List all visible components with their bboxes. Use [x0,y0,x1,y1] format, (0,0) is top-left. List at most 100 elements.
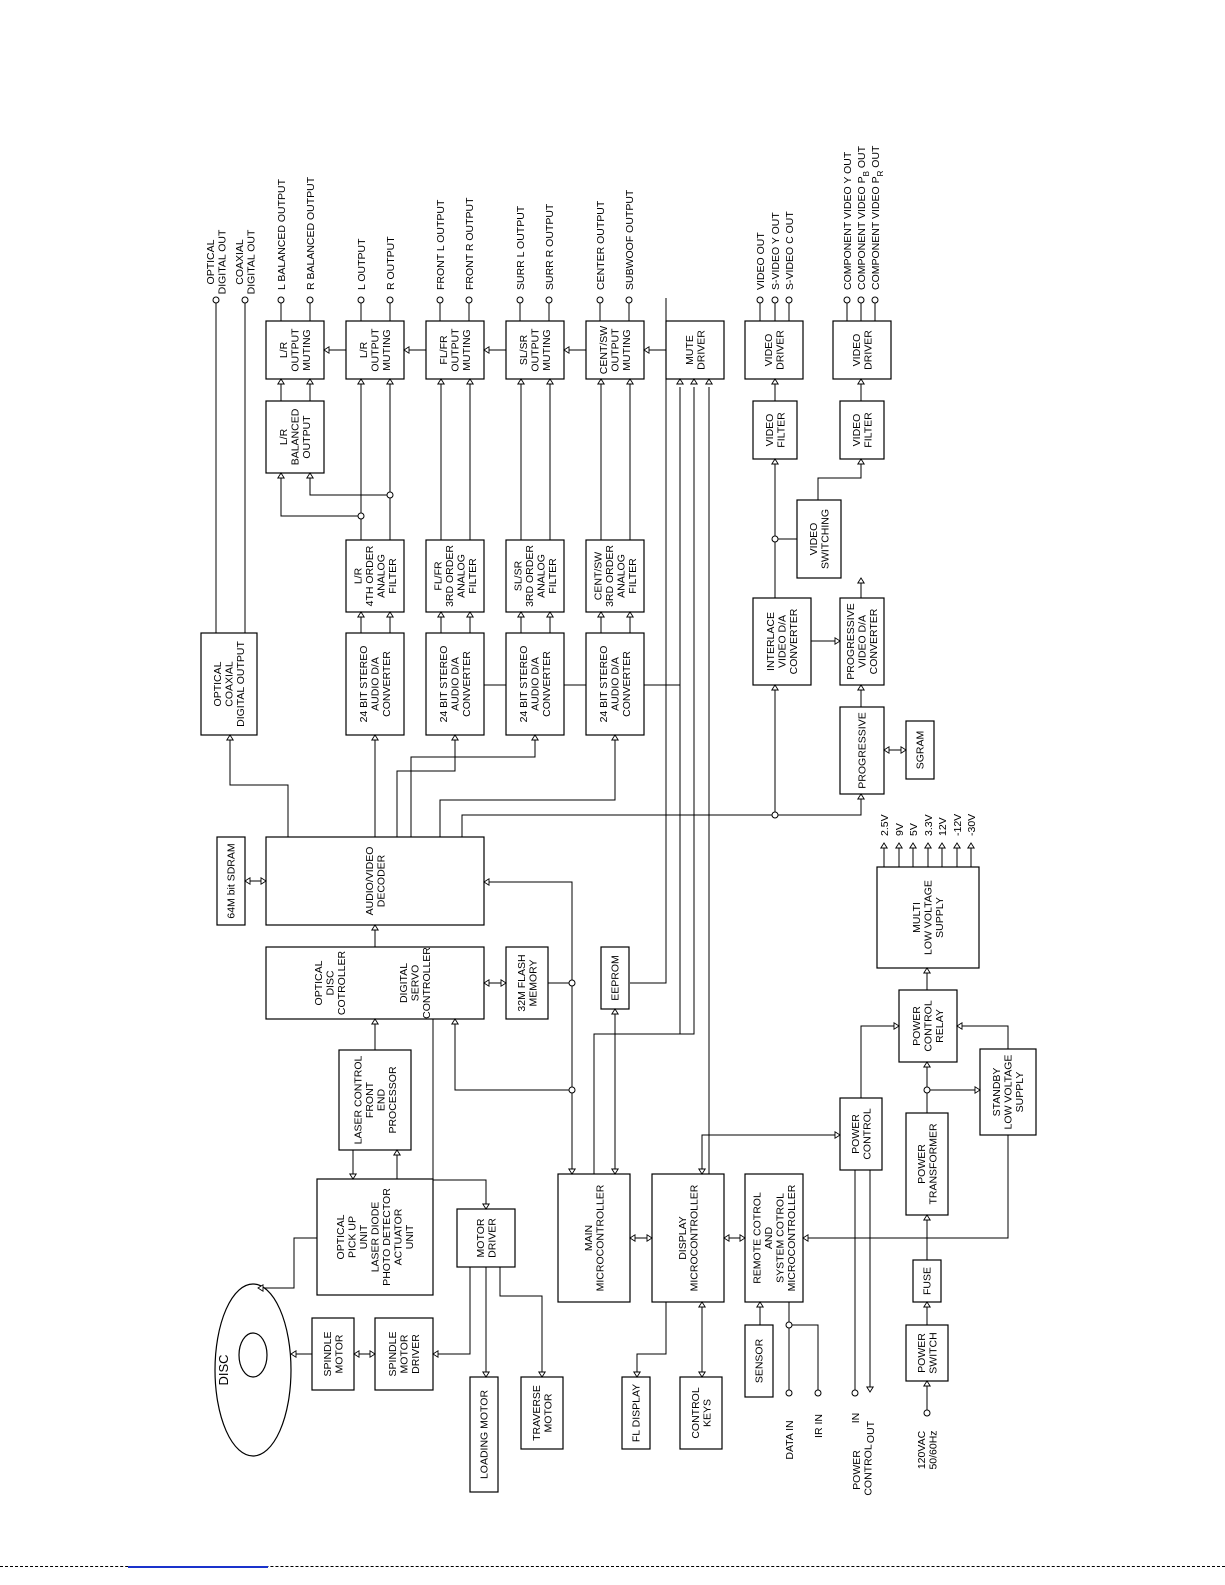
component-pb-out-label-suffix: OUT [856,145,868,171]
main-micro-block [557,1173,631,1303]
progressive-label-line-0: PROGRESSIVE [857,712,869,788]
traverse-motor-label-line-1: MOTOR [542,1393,554,1432]
dac-surr-label-line-0: 24 BIT STEREO [518,646,530,723]
voltage-label-0: 2.5V [879,814,891,836]
surr-r-output-label: SURR R OUTPUT [544,203,556,290]
video-driver-2-label-line-0: VIDEO [851,334,863,367]
arrow-head [450,734,460,741]
main-micro-label-line-0: MAIN [583,1225,595,1251]
arrow-head [770,378,780,385]
optical-pickup-label-line-4: PHOTO DETECTOR [381,1188,393,1286]
arrow-head [697,1301,707,1308]
arrow-head [646,1233,653,1243]
standby-supply-label-line-0: STANDBY [991,1068,1003,1117]
av-decoder-block [265,836,485,926]
wire [803,1135,1009,1239]
mute-lr-bal-block [265,320,325,380]
center-output-label: CENTER OUTPUT [595,200,607,290]
ir-in-label-text: IR IN [813,1414,825,1438]
spindle-motor-driver-label-line-2: DRIVER [410,1334,422,1374]
filter-lr-label-line-3: FILTER [387,558,399,594]
display-micro-label-line-1: MICROCONTROLLER [688,1184,700,1291]
filter-lr-block [345,539,405,613]
loading-motor-label-line-0: LOADING MOTOR [479,1390,491,1479]
dac-lr-label-line-2: CONVERTER [381,651,393,717]
component-pr-out-label-sub: R [876,170,885,176]
display-micro-label-line-0: DISPLAY [677,1216,689,1260]
progressive-dac-label-line-2: CONVERTER [868,608,880,674]
sgram-block [905,720,935,780]
arrow-head [305,472,315,479]
arrow-head [856,458,866,465]
mute-driver-label-line-1: DRIVER [695,330,707,370]
wire [630,298,667,984]
mute-center-label-line-0: CENT/SW [598,326,610,375]
wire [258,1237,317,1289]
optical-pickup-label-line-2: UNIT [358,1224,370,1249]
remote-micro-label-line-1: AND [763,1226,775,1249]
mute-center-label-line-1: OUTPUT [610,328,622,372]
data-in-label: DATA IN [784,1420,796,1459]
video-filter-2-block [839,400,885,460]
component-y-out-label: COMPONENT VIDEO Y OUT [842,151,854,290]
dac-surr-block [505,632,565,736]
arrow-head [290,1349,297,1359]
voltage-label-4-text: 12V [937,817,949,836]
arrow-head [481,1203,491,1210]
arrow-head [610,1008,620,1015]
data-in-terminal [785,1389,793,1397]
arrow-head [537,1371,547,1378]
digital-servo-controller-label-line-1: SERVO [410,965,422,1002]
arrow-head [432,1349,439,1359]
mute-lr-label-line-1: OUTPUT [370,328,382,372]
voltage-label-0-text: 2.5V [879,814,891,836]
wire [957,1025,1009,1049]
ac-in-terminal [923,1409,931,1417]
control-keys-label-line-0: CONTROL [690,1387,702,1438]
arrow-head [755,1301,765,1308]
mute-front-block [425,320,485,380]
dac-surr-label-line-1: AUDIO D/A [530,657,542,711]
flash-memory-label-line-0: 32M FLASH [516,954,528,1011]
junction-dot [785,296,793,304]
voltage-label-2: 5V [908,823,920,836]
svideo-c-out-label-text: S-VIDEO C OUT [784,211,796,290]
video-driver-1-block [744,320,804,380]
component-pr-out-label: COMPONENT VIDEO PR OUT [870,145,885,290]
arrow-head [865,1386,875,1393]
arrow-head [974,1085,981,1095]
footer-rule [0,1566,1225,1567]
arrow-head [922,1301,932,1308]
flash-memory-block [505,946,549,1020]
arrow-head [563,345,570,355]
sensor-label-line-0: SENSOR [754,1338,766,1383]
optical-pickup-block [316,1178,434,1296]
arrow-head [856,684,866,691]
mute-front-label-line-0: FL/FR [438,335,450,365]
wire [280,473,361,517]
voltage-label-4: 12V [937,817,949,836]
control-keys-block [679,1376,723,1450]
power-in-label-text: IN [850,1413,862,1424]
arrow-head [465,378,475,385]
mute-front-label-line-1: OUTPUT [450,328,462,372]
progressive-block [839,706,885,795]
arrow-head [257,1283,264,1293]
footer-link-underline [128,1566,268,1568]
filter-center-label-line-0: CENT/SW [592,552,604,601]
eeprom-label-line-0: EEPROM [610,955,622,1001]
interlace-dac-label-line-2: CONVERTER [788,608,800,674]
arrow-head [704,378,714,385]
